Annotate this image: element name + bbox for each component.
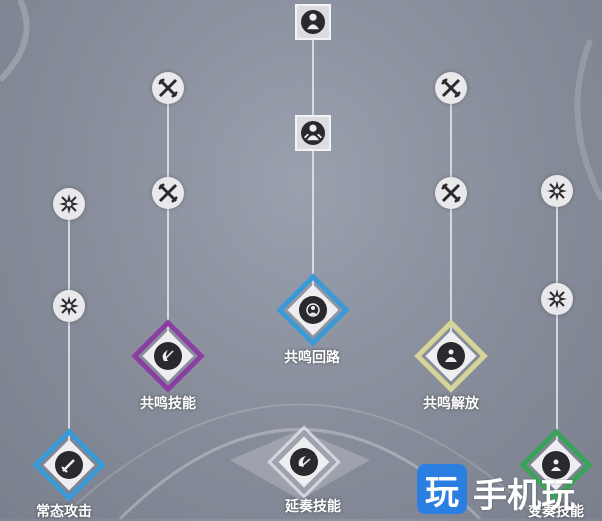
burst-star-icon	[59, 296, 79, 316]
inherent-skill-node-top[interactable]	[291, 0, 335, 44]
inherent-skill-node-mid[interactable]	[291, 111, 335, 155]
forte-circuit-label: 共鸣回路	[284, 350, 340, 366]
figure-icon	[542, 451, 570, 479]
sword-node-col2-top[interactable]	[152, 72, 184, 104]
outro-skill-label: 变奏技能	[528, 504, 584, 520]
stat-node-col1-bottom[interactable]	[53, 290, 85, 322]
sword-icon	[55, 451, 83, 479]
resonance-skill-node[interactable]	[131, 319, 205, 393]
resonance-liberation-node[interactable]	[414, 319, 488, 393]
sword-node-col4-bottom[interactable]	[435, 177, 467, 209]
crossed-swords-icon	[158, 183, 178, 203]
crescent-slash-icon	[154, 342, 182, 370]
sword-node-col4-top[interactable]	[435, 72, 467, 104]
watermark-text: 手机玩	[473, 476, 575, 516]
intro-skill-node[interactable]	[267, 425, 341, 499]
crossed-swords-icon	[441, 183, 461, 203]
watermark-icon: 玩	[417, 464, 467, 514]
crescent-slash-icon	[290, 448, 318, 476]
forte-circuit-node[interactable]	[276, 273, 350, 347]
connector-line	[450, 88, 452, 348]
resonance-liberation-label: 共鸣解放	[423, 396, 479, 412]
stat-node-col5-top[interactable]	[541, 175, 573, 207]
connector-line	[167, 88, 169, 348]
burst-star-icon	[547, 289, 567, 309]
burst-star-icon	[59, 194, 79, 214]
connector-line	[312, 20, 314, 302]
crossed-swords-icon	[441, 78, 461, 98]
connector-line	[68, 203, 70, 453]
watermark-logo: 玩 手机玩	[417, 462, 602, 519]
figure-icon	[437, 342, 465, 370]
basic-attack-label: 常态攻击	[36, 504, 92, 520]
figure-icon	[299, 296, 327, 324]
connector-line	[556, 190, 558, 450]
basic-attack-node[interactable]	[32, 428, 106, 502]
figure-icon	[301, 121, 325, 145]
intro-skill-label: 延奏技能	[285, 499, 341, 515]
resonance-skill-label: 共鸣技能	[140, 396, 196, 412]
figure-icon	[301, 10, 325, 34]
sword-node-col2-bottom[interactable]	[152, 177, 184, 209]
burst-star-icon	[547, 181, 567, 201]
outro-skill-node[interactable]	[519, 428, 593, 502]
stat-node-col5-bottom[interactable]	[541, 283, 573, 315]
stat-node-col1-top[interactable]	[53, 188, 85, 220]
crossed-swords-icon	[158, 78, 178, 98]
